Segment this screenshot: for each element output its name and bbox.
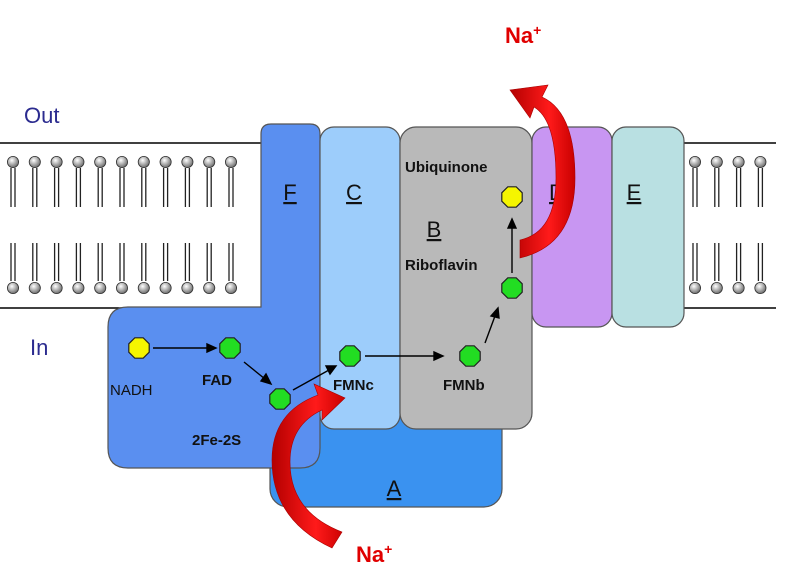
cofactors bbox=[128, 186, 523, 410]
arrow-nadh-fad-head bbox=[206, 342, 218, 354]
arrow-riboflavin-ubiquinone-head bbox=[506, 217, 518, 229]
ubiquinone-cofactor bbox=[501, 186, 523, 208]
na-influx-arrow bbox=[271, 383, 346, 549]
lipid bbox=[159, 155, 172, 295]
arrow-fmnc-fmnb-head bbox=[433, 350, 445, 362]
lipid bbox=[202, 155, 216, 295]
arrow-fes-fmnc-head bbox=[324, 365, 338, 376]
arrow-fmnb-riboflavin-head bbox=[489, 306, 500, 319]
lipid bbox=[688, 155, 702, 295]
arrow-fad-fes bbox=[243, 361, 266, 380]
lipid bbox=[93, 155, 107, 295]
riboflavin-cofactor bbox=[501, 277, 523, 299]
fad-cofactor bbox=[219, 337, 241, 359]
fad-label: FAD bbox=[202, 372, 232, 389]
arrow-fes-fmnc bbox=[292, 369, 330, 391]
fmnc-label: FMNc bbox=[333, 377, 374, 394]
fes-cofactor bbox=[269, 388, 291, 410]
lipid bbox=[28, 155, 42, 295]
arrow-fmnb-riboflavin bbox=[484, 315, 496, 344]
lipid bbox=[115, 155, 129, 295]
ubiquinone-label: Ubiquinone bbox=[405, 159, 488, 176]
lipid bbox=[710, 155, 724, 295]
na-in-label: Na+ bbox=[356, 541, 392, 567]
lipid bbox=[754, 155, 767, 295]
lipid bbox=[732, 155, 745, 295]
riboflavin-label: Riboflavin bbox=[405, 257, 478, 274]
fmnb-label: FMNb bbox=[443, 377, 485, 394]
lipid bbox=[6, 155, 20, 295]
subunit-b-label: B bbox=[427, 217, 442, 242]
electron-path bbox=[153, 217, 518, 391]
na-out-label: Na+ bbox=[505, 22, 541, 48]
lipid bbox=[224, 155, 238, 295]
lipid-bilayer-right bbox=[688, 155, 767, 295]
subunit-a-label: A bbox=[387, 476, 402, 501]
fmnc-cofactor bbox=[339, 345, 361, 367]
fes-label: 2Fe-2S bbox=[192, 432, 241, 449]
lipid bbox=[181, 155, 194, 295]
fmnb-cofactor bbox=[459, 345, 481, 367]
out-label: Out bbox=[24, 103, 59, 128]
arrow-fad-fes-head bbox=[259, 372, 273, 386]
in-label: In bbox=[30, 335, 48, 360]
lipid bbox=[50, 155, 63, 295]
nadh-label: NADH bbox=[110, 382, 153, 399]
lipid bbox=[137, 155, 151, 295]
lipid-bilayer-left bbox=[6, 155, 238, 295]
lipid bbox=[72, 155, 85, 295]
nadh-cofactor bbox=[128, 337, 150, 359]
subunit-e bbox=[611, 126, 685, 328]
subunit-c-label: C bbox=[346, 180, 362, 205]
subunit-e-label: E bbox=[627, 180, 642, 205]
na-efflux-arrow bbox=[509, 84, 576, 259]
subunit-f-label: F bbox=[283, 180, 296, 205]
